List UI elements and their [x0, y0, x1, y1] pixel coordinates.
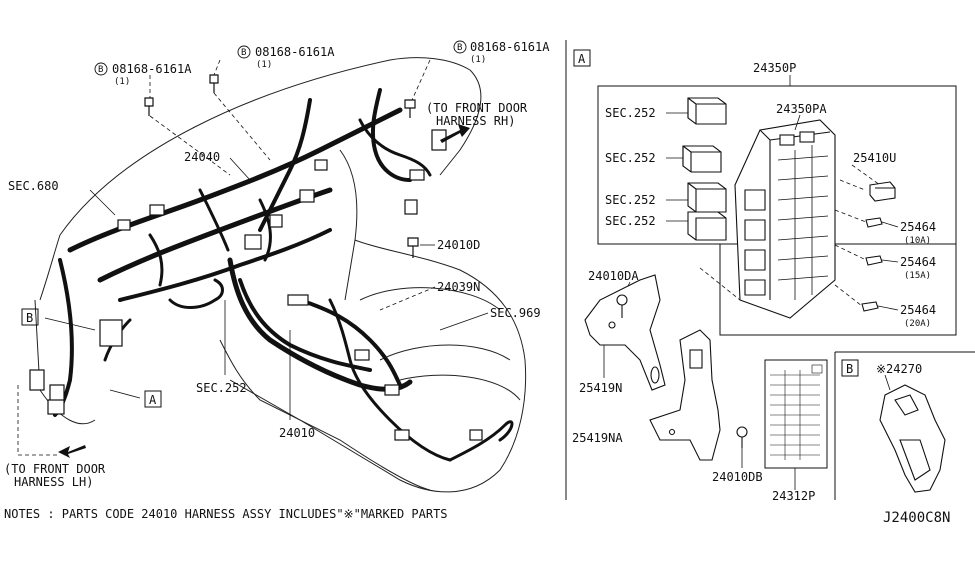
- label-sec252-main: SEC.252: [196, 381, 247, 395]
- label-sec252-2: SEC.252: [605, 151, 656, 165]
- label-24040: 24040: [184, 150, 220, 164]
- label-24010DB: 24010DB: [712, 470, 763, 484]
- box-b-left-text: B: [26, 311, 33, 325]
- relay-blocks: [682, 97, 727, 241]
- label-24312P: 24312P: [772, 489, 815, 503]
- circled-b-1: B: [98, 65, 103, 75]
- label-front-door-lh-1: (TO FRONT DOOR: [4, 462, 106, 476]
- label-bolt-3: 08168-6161A: [470, 40, 550, 54]
- fuse-box-24350PA: [734, 119, 836, 319]
- label-24039N: 24039N: [437, 280, 480, 294]
- circled-b-2: B: [241, 48, 246, 58]
- harness-24010: [53, 88, 514, 462]
- label-24270: ※24270: [876, 362, 922, 376]
- notes-text: NOTES : PARTS CODE 24010 HARNESS ASSY IN…: [4, 507, 448, 521]
- label-card-24312P: [764, 359, 828, 469]
- label-bolt-2-qty: (1): [256, 60, 272, 70]
- label-25464-b: 25464: [900, 255, 936, 269]
- label-front-door-lh-2: HARNESS LH): [14, 475, 93, 489]
- box-a-left: [144, 390, 162, 408]
- label-25464-b-amp: (15A): [904, 271, 931, 281]
- label-sec252-4: SEC.252: [605, 214, 656, 228]
- label-sec969: SEC.969: [490, 306, 541, 320]
- label-bolt-3-qty: (1): [470, 55, 486, 65]
- mini-fuses: [861, 217, 883, 312]
- circled-b-3: B: [457, 43, 462, 53]
- fuse-box-frame-lower: [719, 244, 957, 336]
- label-bolt-1-qty: (1): [114, 77, 130, 87]
- label-25419N: 25419N: [579, 381, 622, 395]
- box-b-right-text: B: [846, 362, 853, 376]
- box-b-left: [21, 308, 39, 326]
- label-bolt-2: 08168-6161A: [255, 45, 335, 59]
- fuse-25410U: [869, 181, 896, 202]
- diagram-code: J2400C8N: [883, 510, 950, 526]
- leader-lines-left: [17, 59, 489, 456]
- label-sec680: SEC.680: [8, 179, 59, 193]
- box-a-right: [573, 49, 591, 67]
- arrow-rh: [440, 124, 470, 143]
- box-a-left-text: A: [149, 393, 157, 407]
- bolt-icons: [144, 74, 419, 258]
- circled-b-markers: [94, 40, 467, 76]
- label-24010: 24010: [279, 426, 315, 440]
- label-bolt-1: 08168-6161A: [112, 62, 192, 76]
- part-24270: [879, 384, 946, 493]
- label-25464-a: 25464: [900, 220, 936, 234]
- label-24010DA: 24010DA: [588, 269, 639, 283]
- label-front-door-rh-1: (TO FRONT DOOR: [426, 101, 528, 115]
- label-24350PA: 24350PA: [776, 102, 827, 116]
- label-25464-a-amp: (10A): [904, 236, 931, 246]
- label-25464-c: 25464: [900, 303, 936, 317]
- bracket-25419NA: [649, 329, 721, 461]
- box-b-right: [841, 359, 859, 377]
- leader-lines-right: [603, 75, 899, 490]
- arrow-lh: [58, 445, 86, 458]
- label-25464-c-amp: (20A): [904, 319, 931, 329]
- label-front-door-rh-2: HARNESS RH): [436, 114, 515, 128]
- label-25410U: 25410U: [853, 151, 896, 165]
- bolts-right: [616, 294, 748, 448]
- box-a-right-text: A: [578, 52, 586, 66]
- label-25419NA: 25419NA: [572, 431, 623, 445]
- label-24350P: 24350P: [753, 61, 796, 75]
- label-sec252-1: SEC.252: [605, 106, 656, 120]
- label-24010D: 24010D: [437, 238, 480, 252]
- bracket-25419N: [584, 274, 666, 391]
- label-sec252-3: SEC.252: [605, 193, 656, 207]
- harness-connectors: [29, 129, 483, 441]
